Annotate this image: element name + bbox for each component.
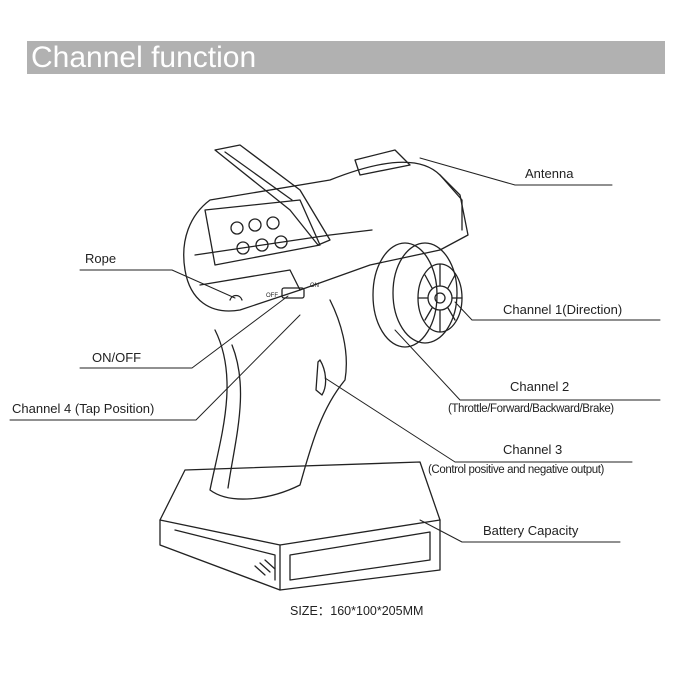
- on-mark: ON: [310, 283, 319, 289]
- leader-lines: [9, 157, 661, 543]
- channel3-description: (Control positive and negative output): [428, 464, 604, 476]
- channel3-label: Channel 3: [503, 442, 563, 457]
- base-drawing: [159, 461, 441, 591]
- channel2-description: (Throttle/Forward/Backward/Brake): [448, 403, 614, 415]
- body-drawing: [183, 144, 469, 312]
- antenna-label: Antenna: [525, 166, 574, 181]
- size-text: SIZE：160*100*205MM: [290, 604, 424, 618]
- section-title: Channel function: [31, 41, 257, 74]
- on-off-label: ON/OFF: [92, 350, 142, 365]
- steering-wheel-drawing: [372, 242, 463, 348]
- handle-drawing: [209, 299, 347, 500]
- rope-label: Rope: [85, 251, 117, 266]
- battery-label: Battery Capacity: [483, 523, 579, 538]
- section-header: Channel function: [27, 41, 665, 74]
- channel4-label: Channel 4 (Tap Position): [12, 401, 155, 416]
- channel1-label: Channel 1(Direction): [503, 302, 623, 317]
- channel2-label: Channel 2: [510, 379, 570, 394]
- off-mark: OFF: [266, 293, 278, 299]
